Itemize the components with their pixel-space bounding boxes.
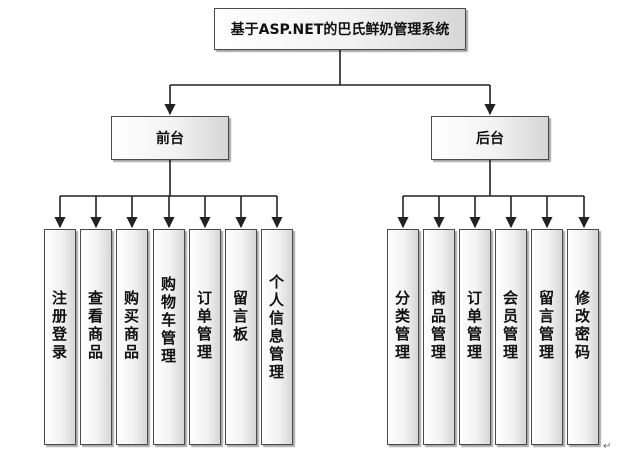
back-child-order-management: 订单管理 <box>459 229 491 445</box>
back-child-member-management: 会员管理 <box>495 229 527 445</box>
front-child-label: 购买商品 <box>122 290 140 362</box>
back-child-label: 商品管理 <box>429 290 447 362</box>
front-child-personal-info: 个人信息管理 <box>261 229 293 445</box>
root-label: 基于ASP.NET的巴氏鲜奶管理系统 <box>230 22 450 38</box>
front-child-cart-management: 购物车管理 <box>153 229 185 445</box>
back-child-product-management: 商品管理 <box>423 229 455 445</box>
front-child-order-management: 订单管理 <box>189 229 221 445</box>
back-child-change-password: 修改密码 <box>567 229 599 445</box>
front-child-register-login: 注册登录 <box>44 229 76 445</box>
frontend-label: 前台 <box>156 131 184 147</box>
front-child-label: 注册登录 <box>50 290 68 362</box>
back-child-label: 修改密码 <box>573 290 591 362</box>
back-child-label: 会员管理 <box>501 290 519 362</box>
front-child-view-products: 查看商品 <box>80 229 112 445</box>
backend-label: 后台 <box>476 131 504 147</box>
paragraph-mark: ↵ <box>603 441 612 452</box>
back-child-category-management: 分类管理 <box>387 229 419 445</box>
root-node: 基于ASP.NET的巴氏鲜奶管理系统 <box>214 8 466 50</box>
backend-node: 后台 <box>431 116 549 160</box>
front-child-label: 留言板 <box>231 290 249 344</box>
back-child-message-management: 留言管理 <box>531 229 563 445</box>
front-child-label: 购物车管理 <box>159 276 177 366</box>
front-child-buy-products: 购买商品 <box>116 229 148 445</box>
frontend-node: 前台 <box>111 116 229 160</box>
front-child-label: 查看商品 <box>86 290 104 362</box>
front-child-label: 订单管理 <box>195 290 213 362</box>
back-child-label: 留言管理 <box>537 290 555 362</box>
front-child-message-board: 留言板 <box>225 229 257 445</box>
back-child-label: 分类管理 <box>393 290 411 362</box>
back-child-label: 订单管理 <box>465 290 483 362</box>
front-child-label: 个人信息管理 <box>267 274 285 382</box>
